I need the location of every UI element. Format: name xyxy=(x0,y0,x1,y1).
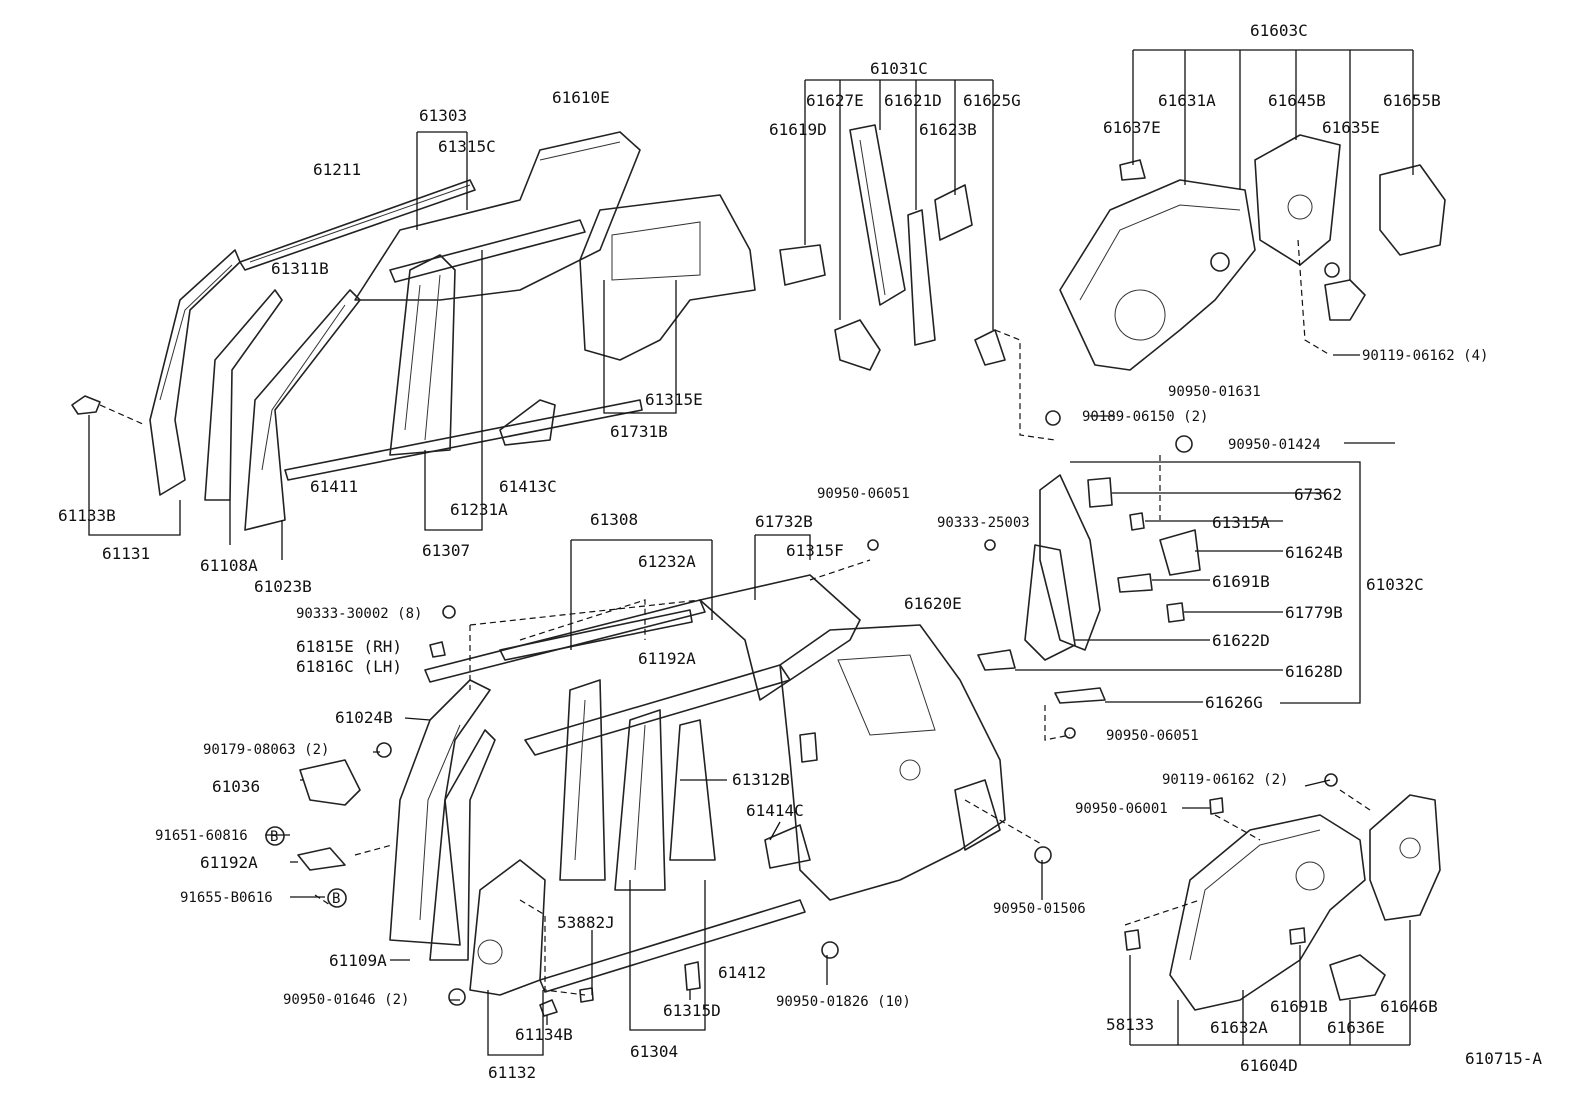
label-90119-06162-2: 90119-06162 (2) xyxy=(1162,772,1288,788)
label-90189-06150-2: 90189-06150 (2) xyxy=(1082,409,1208,425)
label-61192a-left: 61192A xyxy=(200,853,258,872)
label-61632a: 61632A xyxy=(1210,1018,1268,1037)
part-labels: 61603C 61631A 61645B 61655B 61637E 61635… xyxy=(58,21,1542,1082)
label-61315f: 61315F xyxy=(786,541,844,560)
label-90950-06051-top: 90950-06051 xyxy=(817,486,910,502)
label-90950-01826-10: 90950-01826 (10) xyxy=(776,994,911,1010)
label-61315c: 61315C xyxy=(438,137,496,156)
label-67362: 67362 xyxy=(1294,485,1342,504)
label-61631a: 61631A xyxy=(1158,91,1216,110)
label-61637e: 61637E xyxy=(1103,118,1161,137)
label-61691b-right: 61691B xyxy=(1212,572,1270,591)
label-58133: 58133 xyxy=(1106,1015,1154,1034)
label-61731b: 61731B xyxy=(610,422,668,441)
label-61304: 61304 xyxy=(630,1042,678,1061)
label-61133b: 61133B xyxy=(58,506,116,525)
label-90179-08063-2: 90179-08063 (2) xyxy=(203,742,329,758)
label-90119-06162-4: 90119-06162 (4) xyxy=(1362,348,1488,364)
label-53882j: 53882J xyxy=(557,913,615,932)
label-61636e: 61636E xyxy=(1327,1018,1385,1037)
label-61031c: 61031C xyxy=(870,59,928,78)
label-61619d: 61619D xyxy=(769,120,827,139)
label-61627e: 61627E xyxy=(806,91,864,110)
label-61412: 61412 xyxy=(718,963,766,982)
label-61732b: 61732B xyxy=(755,512,813,531)
b-badge-1-text: B xyxy=(270,829,278,845)
label-61023b: 61023B xyxy=(254,577,312,596)
label-61645b: 61645B xyxy=(1268,91,1326,110)
label-61603c: 61603C xyxy=(1250,21,1308,40)
label-61108a: 61108A xyxy=(200,556,258,575)
label-61232a: 61232A xyxy=(638,552,696,571)
label-61779b: 61779B xyxy=(1285,603,1343,622)
label-90950-01424: 90950-01424 xyxy=(1228,437,1321,453)
label-61134b: 61134B xyxy=(515,1025,573,1044)
label-61411: 61411 xyxy=(310,477,358,496)
label-61109a: 61109A xyxy=(329,951,387,970)
label-90950-01631: 90950-01631 xyxy=(1168,384,1261,400)
label-61192a-top: 61192A xyxy=(638,649,696,668)
label-61315a: 61315A xyxy=(1212,513,1270,532)
label-61622d: 61622D xyxy=(1212,631,1270,650)
label-61620e: 61620E xyxy=(904,594,962,613)
label-61623b: 61623B xyxy=(919,120,977,139)
label-61132: 61132 xyxy=(488,1063,536,1082)
diagram-code: 610715-A xyxy=(1465,1049,1542,1068)
label-90950-01646-2: 90950-01646 (2) xyxy=(283,992,409,1008)
label-61635e: 61635E xyxy=(1322,118,1380,137)
label-61816c-lh: 61816C (LH) xyxy=(296,657,402,676)
label-90333-25003: 90333-25003 xyxy=(937,515,1030,531)
label-61315d: 61315D xyxy=(663,1001,721,1020)
label-90950-01506: 90950-01506 xyxy=(993,901,1086,917)
label-61628d: 61628D xyxy=(1285,662,1343,681)
label-61308: 61308 xyxy=(590,510,638,529)
label-61610e: 61610E xyxy=(552,88,610,107)
label-61624b: 61624B xyxy=(1285,543,1343,562)
label-61626g: 61626G xyxy=(1205,693,1263,712)
label-61815e-rh: 61815E (RH) xyxy=(296,637,402,656)
b-badge-1 xyxy=(265,826,285,846)
part-drawings xyxy=(71,124,1446,1017)
label-90333-30002-8: 90333-30002 (8) xyxy=(296,606,422,622)
label-91651-60816: 91651-60816 xyxy=(155,828,248,844)
label-61036: 61036 xyxy=(212,777,260,796)
label-61307: 61307 xyxy=(422,541,470,560)
b-badge-2-text: B xyxy=(332,891,340,907)
leader-lines xyxy=(88,49,1414,1056)
label-61691b-bottom: 61691B xyxy=(1270,997,1328,1016)
label-61655b: 61655B xyxy=(1383,91,1441,110)
b-badges: B B xyxy=(265,826,347,908)
label-61211: 61211 xyxy=(313,160,361,179)
label-61303: 61303 xyxy=(419,106,467,125)
label-61646b: 61646B xyxy=(1380,997,1438,1016)
label-61024b: 61024B xyxy=(335,708,393,727)
label-61625g: 61625G xyxy=(963,91,1021,110)
label-61231a: 61231A xyxy=(450,500,508,519)
label-61413c: 61413C xyxy=(499,477,557,496)
b-badge-2 xyxy=(327,888,347,908)
label-61315e: 61315E xyxy=(645,390,703,409)
label-61604d: 61604D xyxy=(1240,1056,1298,1075)
dashed-leaders xyxy=(99,239,1371,996)
label-90950-06051-right: 90950-06051 xyxy=(1106,728,1199,744)
label-61621d: 61621D xyxy=(884,91,942,110)
label-61311b: 61311B xyxy=(271,259,329,278)
label-61131: 61131 xyxy=(102,544,150,563)
label-61032c: 61032C xyxy=(1366,575,1424,594)
label-90950-06001: 90950-06001 xyxy=(1075,801,1168,817)
label-61312b: 61312B xyxy=(732,770,790,789)
label-91655-b0616: 91655-B0616 xyxy=(180,890,273,906)
label-61414c: 61414C xyxy=(746,801,804,820)
